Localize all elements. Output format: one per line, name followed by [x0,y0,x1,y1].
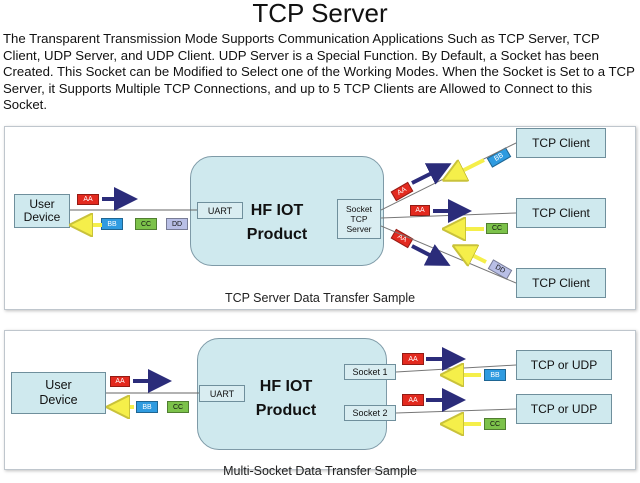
packet-cc-s2: CC [484,418,506,430]
socket-1-port: Socket 1 [344,364,396,380]
packet-bb: BB [101,218,123,230]
uart-port: UART [197,202,243,219]
packet-cc: CC [135,218,157,230]
page-title: TCP Server [252,0,388,28]
packet-aa-s1: AA [402,353,424,365]
packet-aa: AA [77,194,99,205]
product-label: HF IOT Product [246,202,308,243]
packet-cc-2: CC [167,401,189,413]
packet-aa-s2: AA [402,394,424,406]
packet-aa-2: AA [110,376,130,387]
caption-multi-socket: Multi-Socket Data Transfer Sample [223,464,417,478]
caption-tcp-server: TCP Server Data Transfer Sample [224,291,416,305]
user-device-box-2: User Device [11,372,106,414]
packet-cc-in: CC [486,223,508,234]
user-device-box: User Device [14,194,70,228]
tcp-client-2: TCP Client [516,198,606,228]
socket-tcp-server-port: Socket TCP Server [337,199,381,239]
intro-paragraph: The Transparent Transmission Mode Suppor… [3,31,635,113]
tcp-or-udp-endpoint-1: TCP or UDP [516,350,612,380]
uart-port-2: UART [199,385,245,402]
packet-bb-2: BB [136,401,158,413]
packet-aa-out-2: AA [410,205,430,216]
tcp-client-3: TCP Client [516,268,606,298]
socket-2-port: Socket 2 [344,405,396,421]
product-label-2: HF IOT Product [255,378,317,419]
packet-bb-s1: BB [484,369,506,381]
tcp-or-udp-endpoint-2: TCP or UDP [516,394,612,424]
tcp-client-1: TCP Client [516,128,606,158]
packet-dd: DD [166,218,188,230]
